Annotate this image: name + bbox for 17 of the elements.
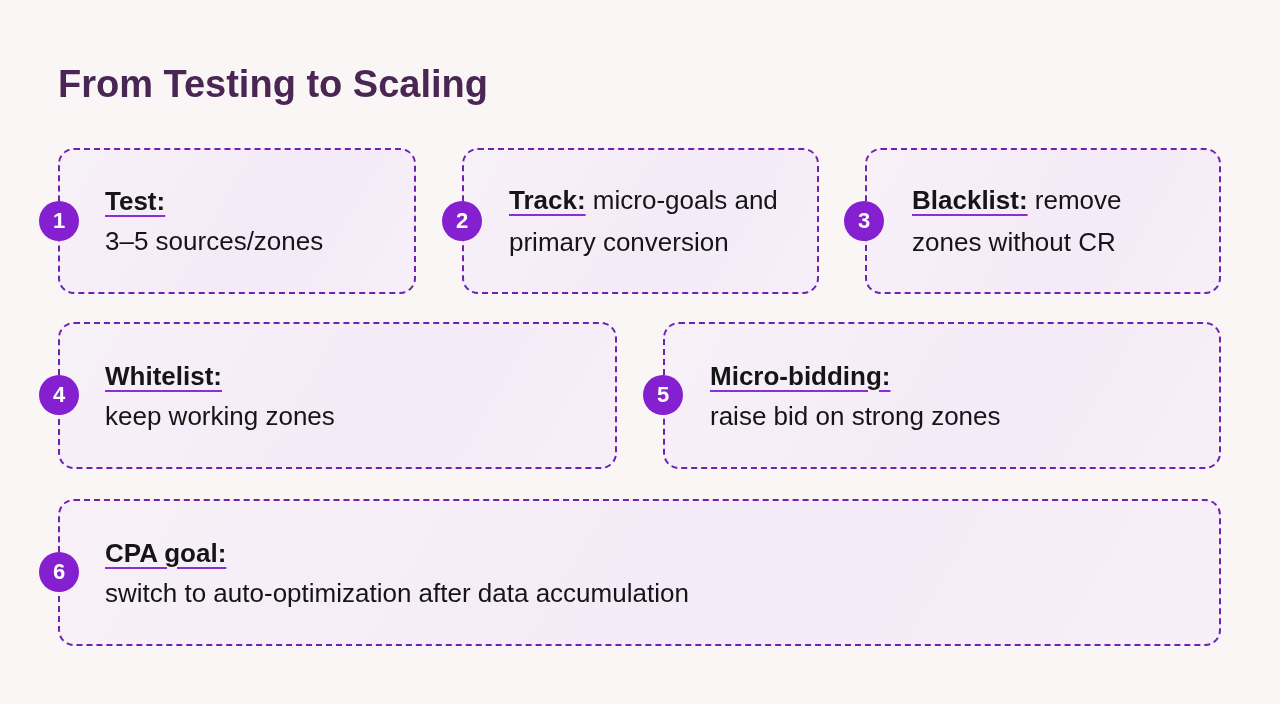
step-number: 3 [844, 201, 884, 241]
step-text: Blacklist: remove zones without CR [912, 184, 1123, 259]
step-number: 4 [39, 375, 79, 415]
step-heading: Test: [105, 185, 166, 218]
step-heading: Whitelist: [105, 359, 222, 393]
step-description: keep working zones [105, 399, 335, 433]
diagram-title: From Testing to Scaling [58, 62, 488, 107]
step-description: switch to auto-optimization after data accumulation [105, 576, 689, 610]
step-heading: Micro-bidding: [710, 359, 891, 393]
step-heading: CPA goal: [105, 536, 227, 570]
step-number: 1 [39, 201, 79, 241]
step-description: 3–5 sources/zones [105, 225, 324, 258]
step-number: 5 [643, 375, 683, 415]
step-text: Track: micro-goals and primary conversion [509, 184, 779, 259]
step-description: raise bid on strong zones [710, 399, 1001, 433]
step-number: 6 [39, 552, 79, 592]
step-number: 2 [442, 201, 482, 241]
